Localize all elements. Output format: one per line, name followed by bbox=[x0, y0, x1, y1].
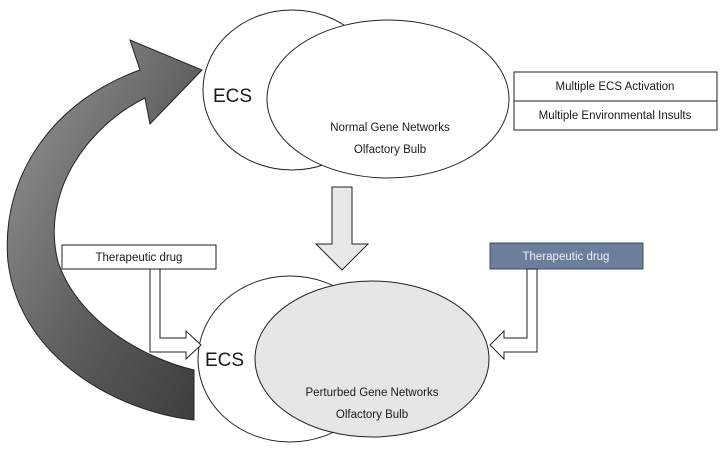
top-ecs-label: ECS bbox=[213, 86, 252, 107]
top-normal-network-ellipse bbox=[266, 19, 510, 179]
bottom-ecs-label: ECS bbox=[205, 350, 244, 371]
therapeutic-drug-left-label: Therapeutic drug bbox=[96, 252, 183, 264]
left-drug-arrow bbox=[149, 268, 202, 361]
factors-box: Multiple ECS Activation Multiple Environ… bbox=[513, 71, 718, 131]
down-arrow bbox=[314, 186, 370, 271]
feedback-curved-arrow bbox=[6, 39, 203, 421]
bottom-perturbed-network-ellipse bbox=[254, 280, 490, 438]
bottom-region-label: Olfactory Bulb bbox=[336, 409, 408, 421]
factor-environmental-insults: Multiple Environmental Insults bbox=[539, 110, 692, 122]
therapeutic-drug-right-label: Therapeutic drug bbox=[523, 251, 610, 263]
top-network-label: Normal Gene Networks bbox=[330, 122, 450, 134]
therapeutic-drug-left: Therapeutic drug bbox=[61, 244, 217, 270]
bottom-network-label: Perturbed Gene Networks bbox=[306, 387, 439, 399]
top-region-label: Olfactory Bulb bbox=[354, 144, 426, 156]
bottom-gene-network-cluster: ECS Perturbed Gene Networks Olfactory Bu… bbox=[197, 275, 490, 443]
factor-ecs-activation: Multiple ECS Activation bbox=[556, 81, 675, 93]
right-drug-arrow bbox=[489, 268, 538, 361]
therapeutic-drug-right: Therapeutic drug bbox=[489, 242, 644, 270]
top-gene-network-cluster: ECS Normal Gene Networks Olfactory Bulb bbox=[202, 9, 510, 179]
